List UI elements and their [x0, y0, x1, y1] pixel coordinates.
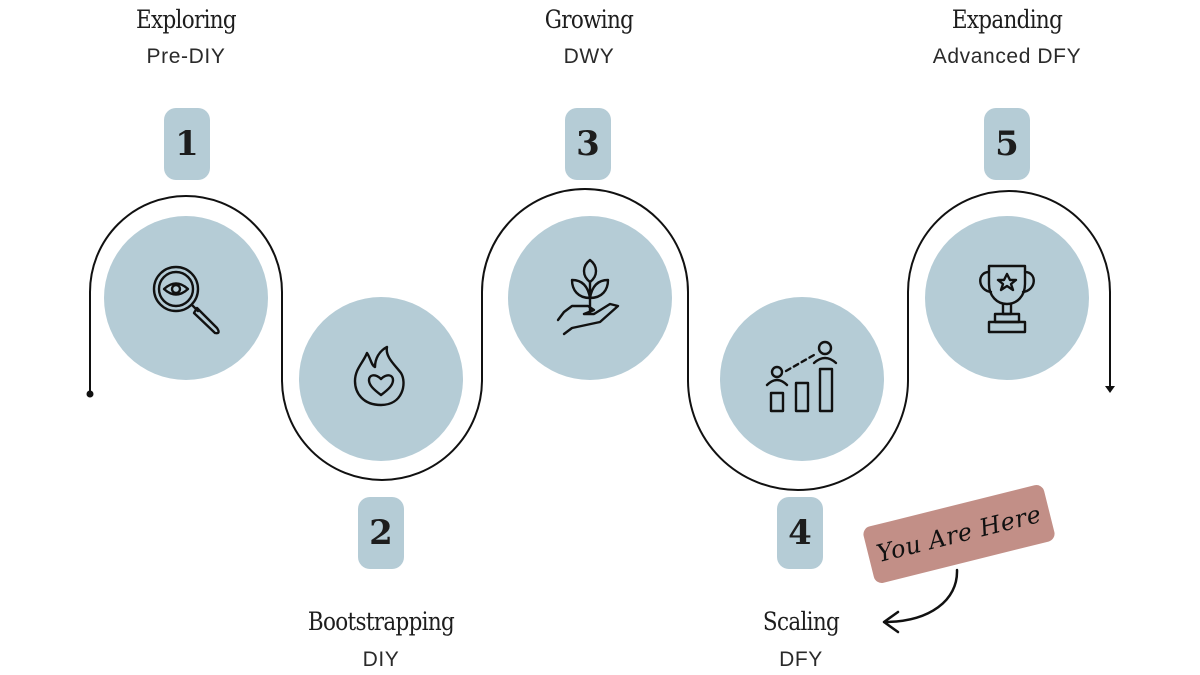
step-3-circle: [508, 216, 672, 380]
step-1-number-badge: 1: [164, 108, 210, 180]
curved-arrow-icon: [882, 568, 959, 634]
step-5-circle: [925, 216, 1089, 380]
step-3-number-badge: 3: [565, 108, 611, 180]
magnifier-eye-icon: [152, 265, 220, 335]
step-2-subtitle: DIY: [362, 648, 400, 671]
step-4-subtitle: DFY: [779, 648, 823, 671]
step-4-title: Scaling: [762, 607, 840, 636]
step-2-number-badge: 2: [358, 497, 404, 569]
step-2-circle: [299, 297, 463, 461]
step-1-circle: [104, 216, 268, 380]
step-3-title: Growing: [544, 5, 634, 34]
step-4-circle: [720, 297, 884, 461]
trophy-star-icon: [979, 264, 1035, 334]
step-1-title: Exploring: [136, 5, 237, 34]
step-5-subtitle: Advanced DFY: [932, 45, 1082, 68]
step-5-title: Expanding: [951, 5, 1063, 34]
wave-line: [89, 188, 1111, 491]
flame-heart-icon: [353, 345, 405, 407]
step-1-subtitle: Pre-DIY: [146, 45, 226, 68]
step-5-number-badge: 5: [984, 108, 1030, 180]
path-start-dot: [86, 390, 94, 398]
path-end-arrow-icon: [1105, 386, 1115, 393]
step-3-subtitle: DWY: [563, 45, 615, 68]
step-2-title: Bootstrapping: [307, 607, 455, 636]
growth-chart-people-icon: [765, 340, 838, 413]
hand-sprout-icon: [556, 258, 620, 336]
step-4-number-badge: 4: [777, 497, 823, 569]
